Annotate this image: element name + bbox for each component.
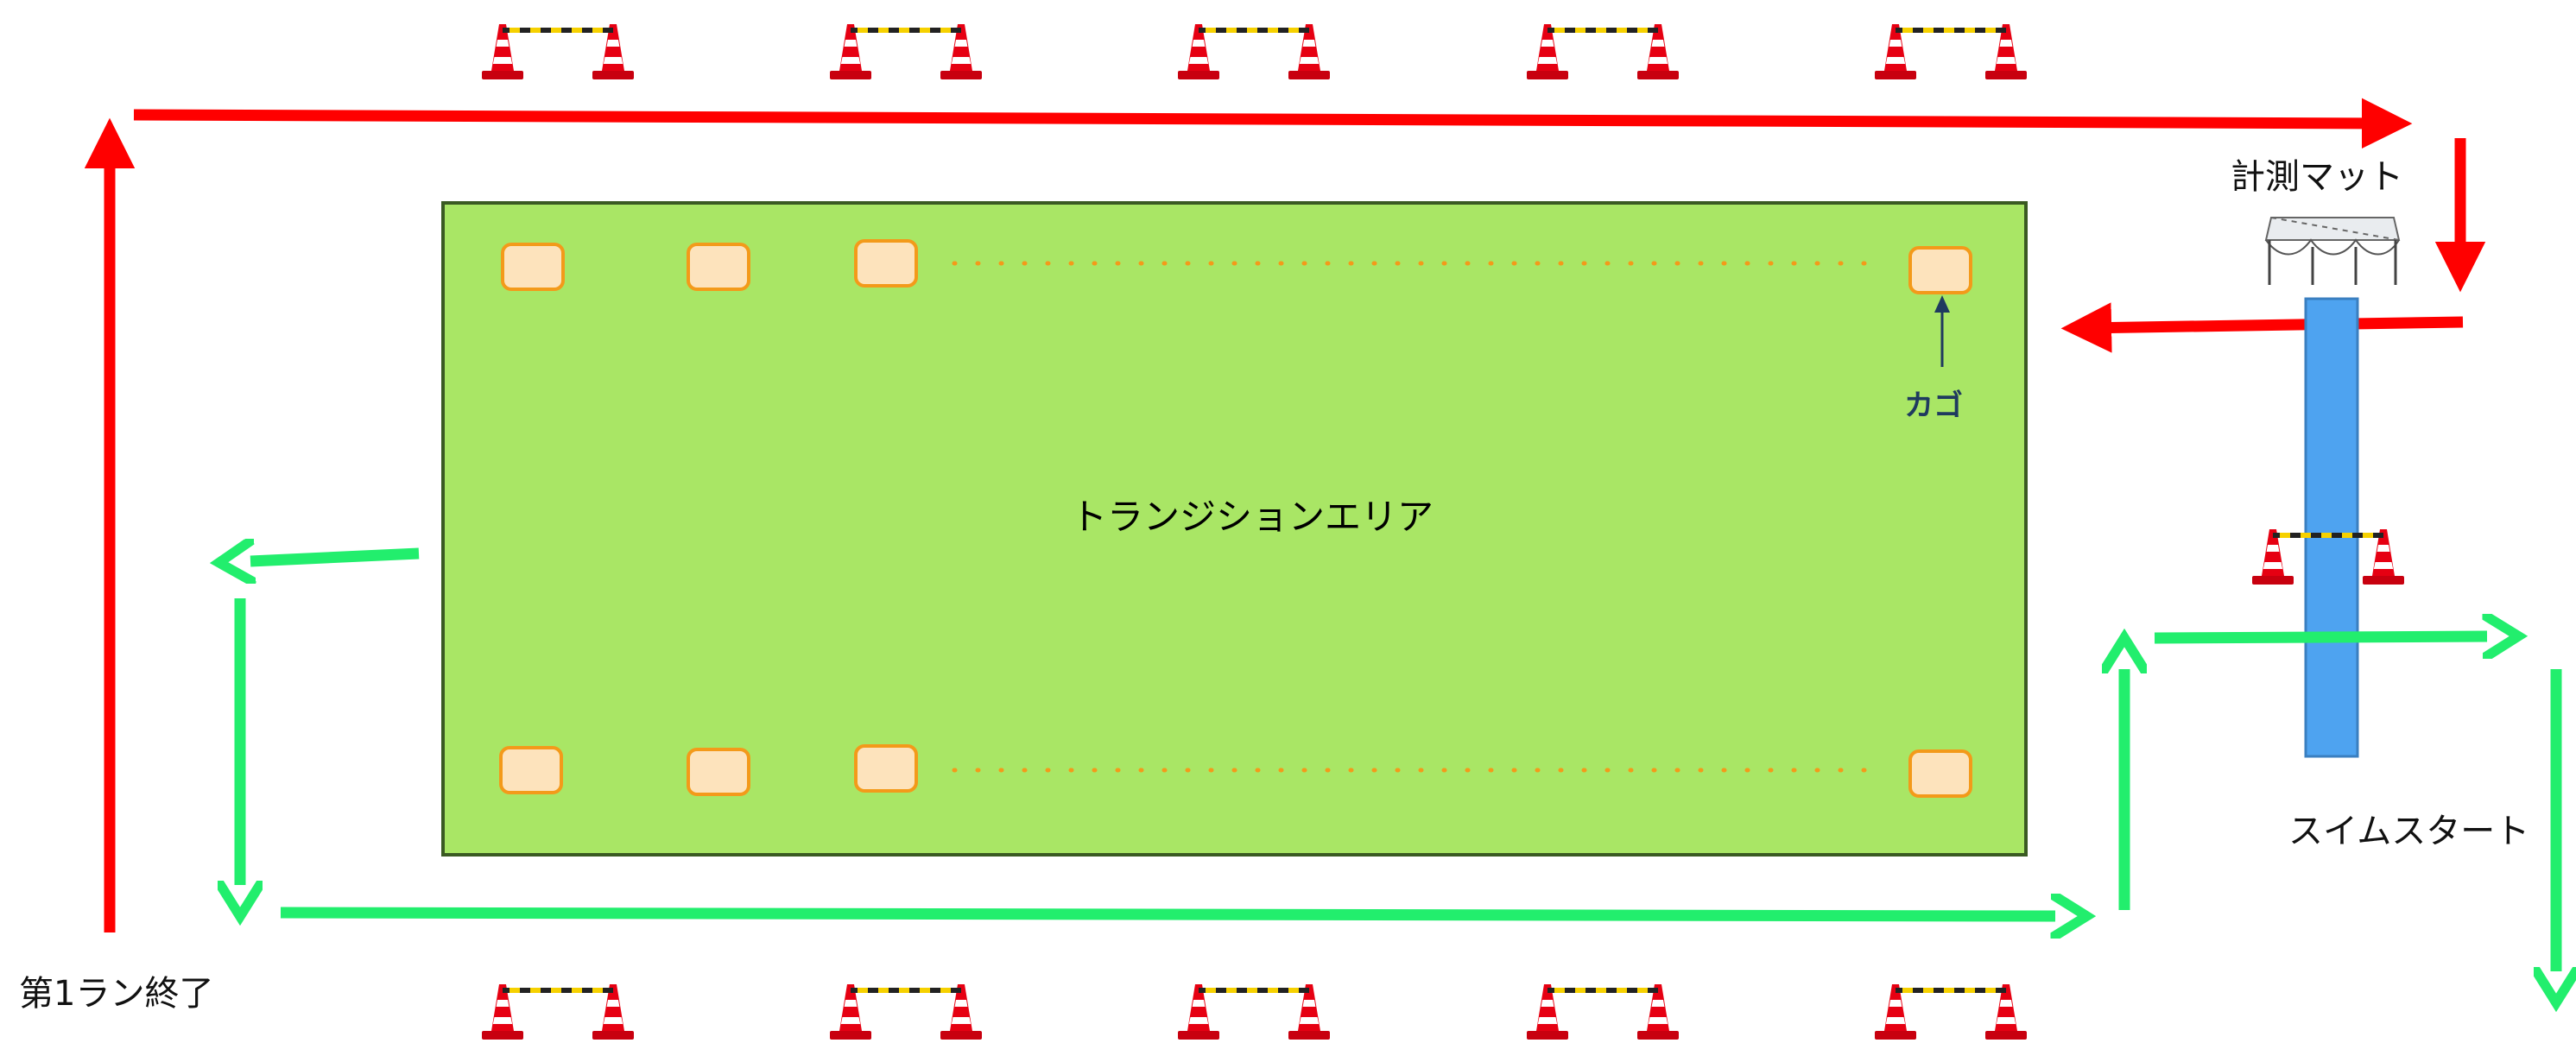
- traffic-cone-barrier-icon: [830, 24, 982, 79]
- basket: [1910, 248, 1971, 293]
- basket: [501, 748, 561, 793]
- timing-mat-strip: [2306, 299, 2358, 756]
- traffic-cone-barrier-icon: [482, 24, 634, 79]
- timing-mat-label: 計測マット: [2231, 149, 2403, 199]
- basket: [856, 241, 916, 286]
- basket: [856, 746, 916, 791]
- transition-area-label: トランジションエリア: [1071, 488, 1434, 540]
- traffic-cone-barrier-icon: [1875, 24, 2027, 79]
- basket-label: カゴ: [1904, 382, 1963, 424]
- traffic-cone-barrier-icon: [1527, 984, 1679, 1040]
- traffic-cone-barrier-icon: [1178, 24, 1330, 79]
- traffic-cone-barrier-icon: [1875, 984, 2027, 1040]
- first-run-end-label: 第1ラン終了: [19, 965, 213, 1015]
- tent-icon: [2266, 218, 2399, 285]
- basket: [688, 749, 749, 794]
- basket: [503, 244, 563, 289]
- traffic-cone-barrier-icon: [1527, 24, 1679, 79]
- basket: [1910, 751, 1971, 796]
- swim-start-label: スイムスタート: [2288, 803, 2529, 853]
- traffic-cone-barrier-icon: [482, 984, 634, 1040]
- traffic-cone-barrier-icon: [1178, 984, 1330, 1040]
- traffic-cone-barrier-icon: [830, 984, 982, 1040]
- basket: [688, 244, 749, 289]
